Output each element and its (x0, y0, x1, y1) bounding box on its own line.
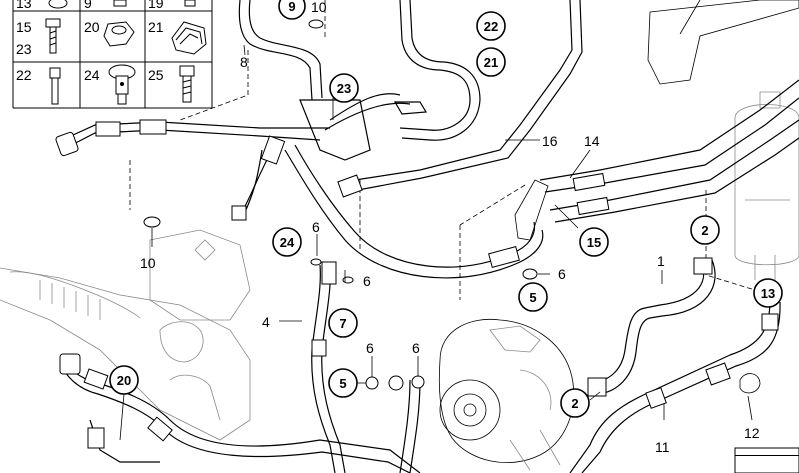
svg-text:2: 2 (701, 223, 708, 238)
callout-7: 7 (328, 308, 358, 338)
legend-num-21: 21 (148, 19, 164, 35)
label-6-e: 6 (412, 340, 420, 356)
part-labels: 10 8 16 14 10 6 6 6 6 6 4 1 11 12 (140, 0, 760, 455)
svg-text:2: 2 (571, 396, 578, 411)
callout-20: 20 (109, 365, 139, 395)
svg-text:23: 23 (337, 81, 351, 96)
legend-num-23: 23 (16, 41, 32, 57)
callout-2-lower: 2 (560, 388, 590, 418)
label-6-c: 6 (558, 266, 566, 282)
hose-lines (55, 0, 799, 473)
steering-rack (0, 229, 251, 441)
callout-13: 13 (753, 278, 783, 308)
svg-text:24: 24 (280, 235, 295, 250)
svg-text:9: 9 (288, 0, 295, 14)
legend-num-20: 20 (84, 19, 100, 35)
callout-9: 9 (278, 0, 306, 20)
label-16: 16 (542, 133, 558, 149)
hex-bolt-icon (179, 65, 195, 103)
fluid-reservoir (734, 91, 799, 282)
callout-5-lower: 5 (328, 368, 358, 398)
hex-nut-icon (103, 21, 135, 47)
legend-num-25: 25 (148, 67, 164, 83)
callout-24: 24 (272, 227, 302, 257)
svg-text:13: 13 (761, 286, 775, 301)
power-steering-pump (438, 318, 575, 471)
flanged-bolt-icon (45, 18, 61, 54)
hex-bolt-icon (113, 0, 127, 7)
svg-text:22: 22 (484, 19, 498, 34)
label-14: 14 (584, 133, 600, 149)
svg-text:21: 21 (484, 55, 498, 70)
svg-text:15: 15 (587, 235, 601, 250)
label-6-b: 6 (363, 273, 371, 289)
label-11: 11 (655, 439, 670, 455)
svg-text:5: 5 (529, 290, 536, 305)
svg-text:5: 5 (339, 376, 346, 391)
legend-num-9: 9 (84, 0, 92, 11)
legend-num-19: 19 (148, 0, 164, 11)
svg-text:20: 20 (117, 373, 131, 388)
label-12: 12 (744, 425, 760, 441)
label-1: 1 (657, 253, 665, 269)
label-6-d: 6 (366, 340, 374, 356)
callout-23: 23 (329, 73, 359, 103)
stud-bolt-icon (49, 67, 61, 105)
legend-num-22: 22 (16, 67, 32, 83)
leader-lines (119, 44, 753, 441)
legend-num-13: 13 (16, 0, 32, 11)
svg-text:7: 7 (339, 316, 346, 331)
seal-rings (143, 19, 538, 391)
parts-legend: 13 9 19 15 20 21 23 22 24 25 (12, 0, 213, 109)
hose-clamp-icon (48, 0, 68, 9)
label-10-left: 10 (140, 255, 156, 271)
callout-22: 22 (476, 11, 506, 41)
callout-21: 21 (476, 47, 506, 77)
grommet-icon (171, 21, 207, 55)
legend-num-24: 24 (84, 67, 100, 83)
callouts: 9 22 21 23 2 15 24 5 (109, 0, 783, 418)
callout-2-upper: 2 (690, 215, 720, 245)
callout-5-right: 5 (518, 282, 548, 312)
mounting-bracket (647, 0, 799, 85)
callout-15: 15 (579, 227, 609, 257)
bolt-icon (184, 0, 196, 7)
label-10-top: 10 (311, 0, 327, 15)
label-8: 8 (240, 54, 248, 70)
banjo-bolt-icon (108, 64, 136, 105)
label-4: 4 (262, 314, 270, 330)
info-box (734, 447, 799, 473)
legend-num-15: 15 (16, 19, 32, 35)
label-6-a: 6 (312, 219, 320, 235)
